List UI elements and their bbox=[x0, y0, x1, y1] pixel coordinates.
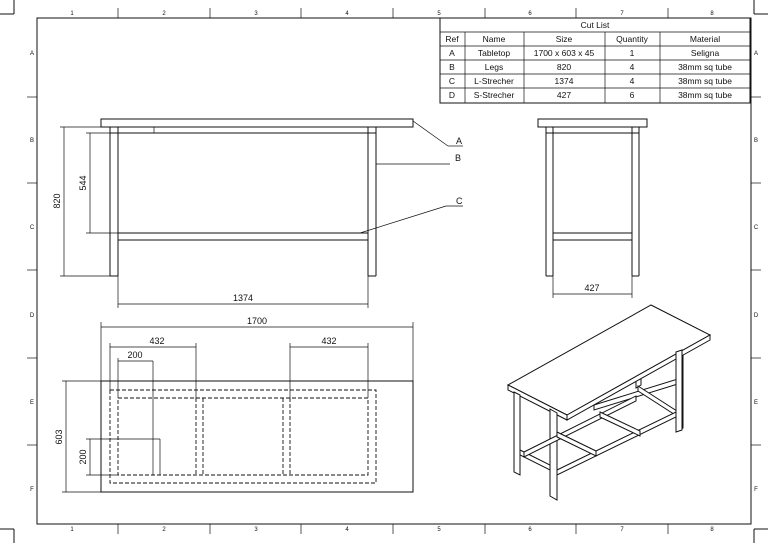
cut-list-title: Cut List bbox=[581, 20, 610, 30]
table-cell: D bbox=[449, 90, 455, 100]
row-label-left: D bbox=[30, 313, 35, 319]
col-label-bottom: 8 bbox=[710, 527, 714, 533]
col-label-top: 6 bbox=[528, 11, 532, 17]
table-cell: 4 bbox=[630, 76, 635, 86]
callout-c: C bbox=[456, 196, 463, 206]
row-label-left: C bbox=[30, 225, 35, 231]
cut-list-table: Cut List Ref Name Size Quantity Material… bbox=[439, 17, 751, 104]
table-cell: 38mm sq tube bbox=[678, 90, 732, 100]
table-cell: S-Strecher bbox=[474, 90, 515, 100]
zone-labels: 1 2 3 4 5 6 7 8 1 2 3 4 5 6 7 8 A B C D … bbox=[30, 11, 759, 533]
row-label-left: A bbox=[30, 51, 34, 57]
dim-1700: 1700 bbox=[247, 316, 267, 326]
row-label-right: B bbox=[754, 138, 758, 144]
col-label-bottom: 2 bbox=[162, 527, 166, 533]
row-label-left: E bbox=[30, 400, 34, 406]
table-cell: 38mm sq tube bbox=[678, 76, 732, 86]
table-cell: B bbox=[449, 62, 455, 72]
table-header: Name bbox=[483, 34, 506, 44]
dim-820: 820 bbox=[52, 193, 62, 208]
col-label-top: 4 bbox=[345, 11, 349, 17]
col-label-top: 8 bbox=[710, 11, 714, 17]
col-label-top: 3 bbox=[254, 11, 258, 17]
table-cell: 820 bbox=[557, 62, 571, 72]
dim-1374: 1374 bbox=[233, 293, 253, 303]
table-cell: Legs bbox=[485, 62, 503, 72]
col-label-bottom: 6 bbox=[528, 527, 532, 533]
table-cell: Tabletop bbox=[478, 48, 510, 58]
callout-a: A bbox=[456, 136, 462, 146]
col-label-top: 7 bbox=[620, 11, 624, 17]
row-label-right: C bbox=[754, 225, 759, 231]
col-label-top: 2 bbox=[162, 11, 166, 17]
row-label-right: D bbox=[754, 313, 759, 319]
col-label-top: 5 bbox=[437, 11, 441, 17]
col-label-bottom: 3 bbox=[254, 527, 258, 533]
col-label-bottom: 7 bbox=[620, 527, 624, 533]
table-cell: 6 bbox=[630, 90, 635, 100]
side-view: 427 bbox=[537, 118, 648, 298]
col-label-top: 1 bbox=[70, 11, 74, 17]
plan-view: 1700 432 200 432 603 200 bbox=[54, 316, 414, 493]
table-cell: 1374 bbox=[555, 76, 574, 86]
col-label-bottom: 1 bbox=[70, 527, 74, 533]
col-label-bottom: 4 bbox=[345, 527, 349, 533]
table-cell: 1700 x 603 x 45 bbox=[534, 48, 595, 58]
front-view: A B C 820 544 1374 bbox=[52, 118, 463, 308]
table-header: Ref bbox=[445, 34, 459, 44]
dim-432-left: 432 bbox=[149, 336, 164, 346]
dim-544: 544 bbox=[78, 175, 88, 190]
table-cell: A bbox=[449, 48, 455, 58]
dim-200-side: 200 bbox=[78, 449, 88, 464]
dim-603: 603 bbox=[54, 429, 64, 444]
table-cell: 1 bbox=[630, 48, 635, 58]
dim-432-right: 432 bbox=[321, 336, 336, 346]
row-label-right: A bbox=[754, 51, 758, 57]
table-cell: Seligna bbox=[691, 48, 720, 58]
row-label-left: F bbox=[30, 487, 34, 493]
table-header: Material bbox=[690, 34, 720, 44]
table-cell: 427 bbox=[557, 90, 571, 100]
isometric-view bbox=[506, 304, 712, 501]
row-label-right: E bbox=[754, 400, 758, 406]
callout-b: B bbox=[455, 153, 461, 163]
table-cell: L-Strecher bbox=[474, 76, 514, 86]
dim-200-top: 200 bbox=[127, 350, 142, 360]
table-cell: 4 bbox=[630, 62, 635, 72]
table-cell: C bbox=[449, 76, 455, 86]
row-label-right: F bbox=[754, 487, 758, 493]
dim-427: 427 bbox=[584, 283, 599, 293]
table-header: Quantity bbox=[616, 34, 648, 44]
row-label-left: B bbox=[30, 138, 34, 144]
table-cell: 38mm sq tube bbox=[678, 62, 732, 72]
table-header: Size bbox=[556, 34, 573, 44]
col-label-bottom: 5 bbox=[437, 527, 441, 533]
